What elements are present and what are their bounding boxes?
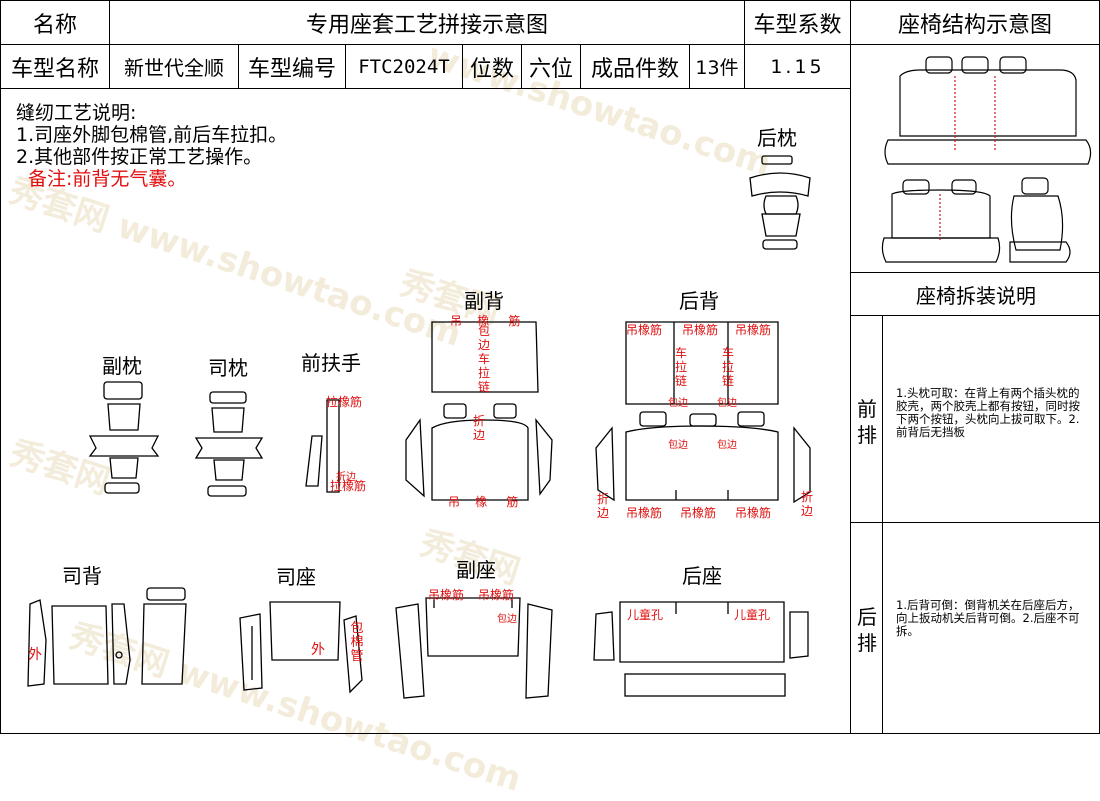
seats-label: 位数 [462,44,522,89]
mark-binding: 包边 [668,440,688,451]
notes-line-2: 2.其他部件按正常工艺操作。 [16,146,263,168]
seats-value: 六位 [521,44,581,89]
front-row-desc: 1.头枕可取：在背上有两个插头枕的胶壳，两个胶壳上都有按钮，同时按下两个按钮，头… [896,386,1080,439]
pieces-label: 成品件数 [580,44,690,89]
label-rear-headrest: 后枕 [757,126,797,150]
mark-hang-elastic: 吊橡筋 [680,506,717,520]
mark-zipper: 车拉链 [722,346,735,388]
front-row-label: 前排 [857,397,877,447]
mark-hang-elastic: 吊橡筋 [735,506,772,520]
mark-binding: 包边 [717,398,737,409]
passenger-back-pieces [405,321,553,501]
mark-hang-elastic: 吊 橡 筋 [448,495,519,509]
label-rear-back: 后背 [679,289,719,313]
mark-binding: 包边 [668,398,688,409]
label-passenger-headrest: 副枕 [102,354,142,378]
front-armrest-pieces [305,399,340,493]
mark-hang-elastic: 吊橡筋 [478,588,515,602]
mark-binding-zipper: 包边车拉链 [478,324,491,394]
rear-headrest-pieces [749,155,811,250]
label-passenger-seat: 副座 [456,558,496,582]
mark-fold-edge: 折边 [473,414,486,442]
passenger-seat-pieces [395,597,553,699]
mark-fold-edge: 折边 [801,490,814,518]
driver-back-pieces [27,587,187,687]
notes-line-1: 1.司座外脚包棉管,前后车拉扣。 [16,124,288,146]
disassembly-title: 座椅拆装说明 [916,283,1036,308]
label-column-divider [882,315,883,734]
seat-structure-diagram [881,56,1092,263]
driver-headrest-pieces [194,391,264,497]
mark-binding: 包边 [717,440,737,451]
rear-back-pieces [595,321,811,504]
mark-child-hole: 儿童孔 [734,608,771,622]
mark-fold-edge: 折边 [336,472,356,483]
mark-hang-elastic: 吊 橡 筋 [450,314,521,328]
driver-seat-pieces [239,601,363,694]
notes-heading: 缝纫工艺说明: [16,102,137,124]
sewing-notes: 缝纫工艺说明: 1.司座外脚包棉管,前后车拉扣。 2.其他部件按正常工艺操作。 … [16,102,287,190]
rear-seat-pieces [593,601,809,697]
mark-pull-elastic: 拉橡筋 [330,479,367,493]
notes-remark: 备注:前背无气囊。 [28,168,187,190]
mark-hang-elastic: 吊橡筋 [626,323,663,337]
label-front-armrest: 前扶手 [301,351,361,375]
label-driver-seat: 司座 [276,565,316,589]
rear-row-label: 后排 [857,605,877,655]
coef-label: 车型系数 [744,0,851,45]
mark-child-hole: 儿童孔 [627,608,664,622]
label-rear-seat: 后座 [682,564,722,588]
label-driver-headrest: 司枕 [208,356,248,380]
mark-outer: 外 [311,642,325,658]
rear-row-desc: 1.后背可倒：倒背机关在后座后方，向上扳动机关后背可倒。2.后座不可拆。 [896,598,1080,638]
label-driver-back: 司背 [62,564,102,588]
mark-hang-elastic: 吊橡筋 [626,506,663,520]
mark-hang-elastic: 吊橡筋 [735,323,772,337]
mark-pull-elastic: 拉橡筋 [326,395,363,409]
model-name: 新世代全顺 [109,44,239,89]
pattern-drawings [27,56,1092,699]
mark-hang-elastic: 吊橡筋 [428,588,465,602]
mark-fold-edge: 折边 [597,492,610,520]
mark-wrap-tube: 包棉管 [350,621,364,664]
mark-binding: 包边 [497,614,517,625]
passenger-headrest-pieces [88,381,160,494]
label-passenger-back: 副背 [464,289,504,313]
mark-hang-elastic: 吊橡筋 [682,323,719,337]
mark-outer: 外 [28,647,42,663]
mark-zipper: 车拉链 [675,346,688,388]
